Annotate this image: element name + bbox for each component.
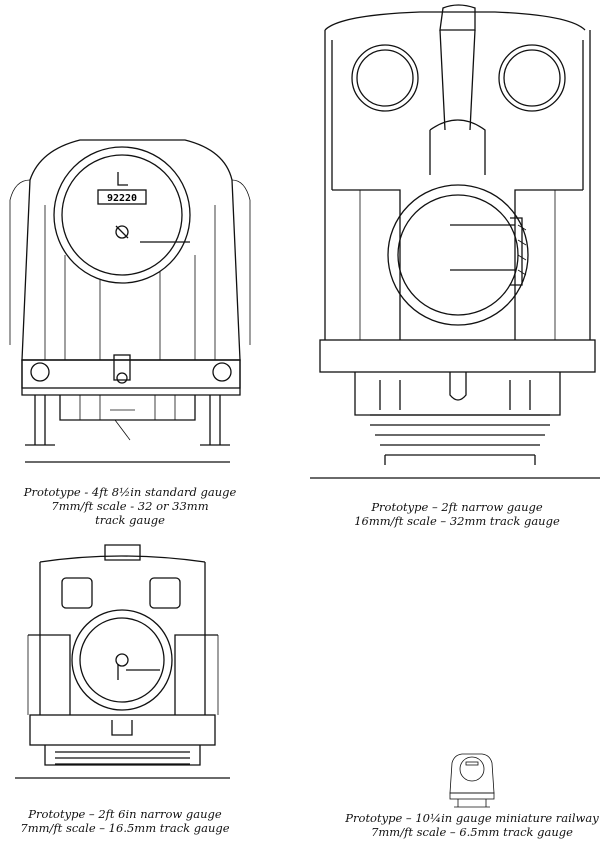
miniature-loco-drawing bbox=[449, 753, 495, 808]
figure-two-ft-six-narrow-loco: Prototype – 2ft 6in narrow gauge 7mm/ft … bbox=[0, 540, 250, 845]
number-plate: 92220 bbox=[107, 193, 137, 204]
caption-line: track gauge bbox=[95, 513, 165, 527]
standard-gauge-loco-drawing: 92220 bbox=[9, 139, 251, 463]
caption-line: 7mm/ft scale - 32 or 33mm bbox=[51, 499, 209, 513]
caption-line: 7mm/ft scale – 6.5mm track gauge bbox=[371, 825, 573, 839]
two-ft-narrow-loco-drawing bbox=[310, 4, 600, 479]
caption-line: Prototype - 4ft 8½in standard gauge bbox=[23, 485, 237, 499]
caption-two-ft-narrow: Prototype – 2ft narrow gauge 16mm/ft sca… bbox=[300, 500, 614, 528]
caption-line: 7mm/ft scale – 16.5mm track gauge bbox=[20, 821, 230, 835]
caption-line: Prototype – 2ft 6in narrow gauge bbox=[28, 807, 222, 821]
caption-standard-gauge: Prototype - 4ft 8½in standard gauge 7mm/… bbox=[0, 485, 260, 527]
figure-standard-gauge-loco: 92220 Prototype - 4ft 8½in standard gaug… bbox=[0, 0, 260, 530]
caption-line: Prototype – 2ft narrow gauge bbox=[371, 500, 543, 514]
caption-line: 16mm/ft scale – 32mm track gauge bbox=[354, 514, 560, 528]
figure-miniature-loco: Prototype – 10¼in gauge miniature railwa… bbox=[330, 735, 614, 845]
caption-miniature: Prototype – 10¼in gauge miniature railwa… bbox=[330, 811, 614, 839]
two-ft-six-narrow-loco-drawing bbox=[15, 544, 230, 779]
caption-two-ft-six-narrow: Prototype – 2ft 6in narrow gauge 7mm/ft … bbox=[0, 807, 250, 835]
caption-line: Prototype – 10¼in gauge miniature railwa… bbox=[345, 811, 599, 825]
figure-two-ft-narrow-loco: Prototype – 2ft narrow gauge 16mm/ft sca… bbox=[300, 0, 614, 540]
